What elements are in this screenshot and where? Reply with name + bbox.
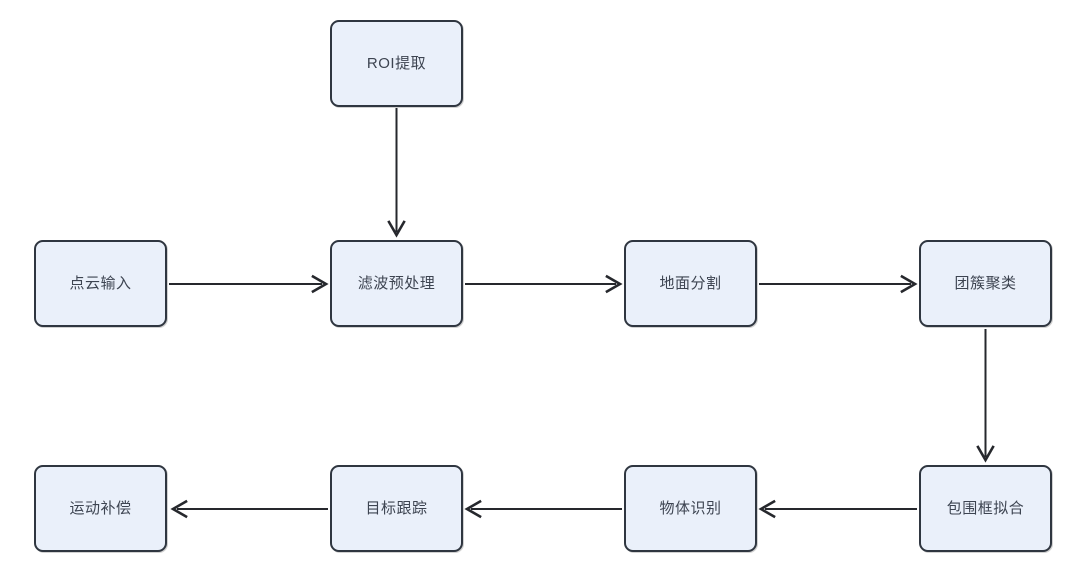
edge-cluster-to-bbox [976, 329, 995, 463]
node-object-recognition[interactable]: 物体识别 [624, 465, 757, 552]
node-label: 滤波预处理 [357, 274, 436, 292]
edge-track-to-motion [170, 499, 328, 519]
node-roi-extraction[interactable]: ROI提取 [330, 20, 463, 107]
node-ground-segmentation[interactable]: 地面分割 [624, 240, 757, 327]
node-label: 运动补偿 [69, 499, 132, 517]
edge-ground-to-cluster [759, 274, 918, 294]
node-label: ROI提取 [366, 54, 427, 72]
node-motion-compensation[interactable]: 运动补偿 [34, 465, 167, 552]
edge-recognize-to-track [464, 499, 622, 519]
node-label: 包围框拟合 [946, 499, 1025, 517]
node-label: 地面分割 [659, 274, 722, 292]
node-label: 物体识别 [659, 499, 722, 517]
edge-bbox-to-recognize [758, 499, 917, 519]
edge-roi-to-filter [387, 108, 406, 238]
node-label: 点云输入 [69, 274, 132, 292]
node-bounding-box-fitting[interactable]: 包围框拟合 [919, 465, 1052, 552]
node-label: 团簇聚类 [954, 274, 1017, 292]
node-point-cloud-input[interactable]: 点云输入 [34, 240, 167, 327]
edge-filter-to-ground [465, 274, 623, 294]
edge-input-to-filter [169, 274, 329, 294]
node-cluster-grouping[interactable]: 团簇聚类 [919, 240, 1052, 327]
node-label: 目标跟踪 [365, 499, 428, 517]
node-filter-preprocessing[interactable]: 滤波预处理 [330, 240, 463, 327]
node-target-tracking[interactable]: 目标跟踪 [330, 465, 463, 552]
